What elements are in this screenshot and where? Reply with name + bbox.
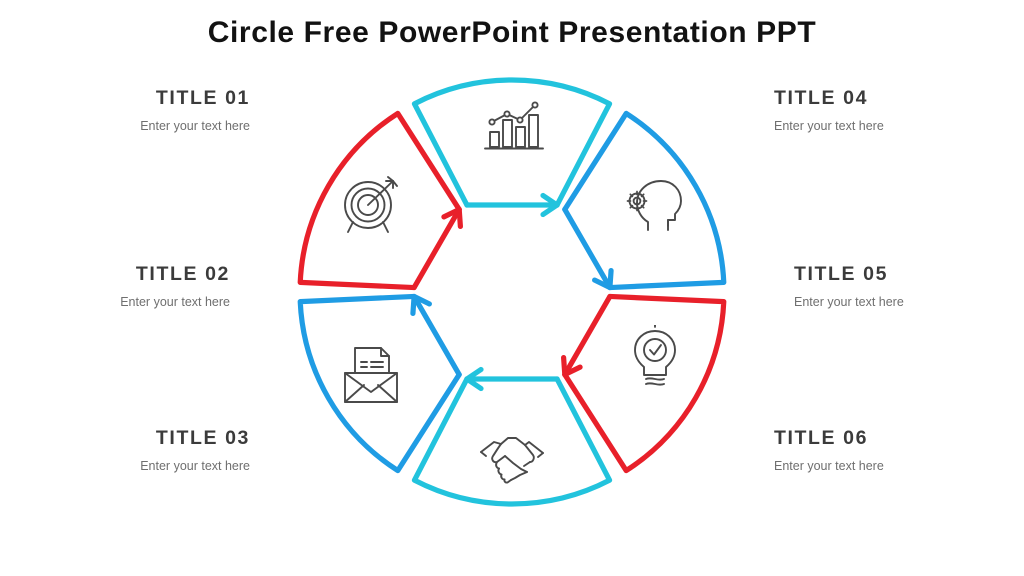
label-subtitle-06-text: Enter your text here [774,459,884,473]
label-title-05: TITLE 05 Enter your text here [794,262,1024,312]
label-title-05-text: TITLE 05 [794,263,889,285]
label-title-01-text: TITLE 01 [155,87,250,109]
label-title-01: TITLE 01 Enter your text here [0,86,250,136]
bar-chart-icon [479,90,549,160]
label-title-03: TITLE 03 Enter your text here [0,426,250,476]
process-arrowhead-01 [441,206,463,229]
envelope-document-icon [335,342,405,412]
head-gear-icon [617,174,687,244]
process-arrowhead-02 [410,293,432,316]
label-title-02-text: TITLE 02 [135,263,230,285]
label-subtitle-02-text: Enter your text here [120,295,230,309]
label-title-06: TITLE 06 Enter your text here [774,426,1024,476]
label-title-03-text: TITLE 03 [155,427,250,449]
process-arrowhead-03 [464,366,484,392]
process-connector-01 [411,206,462,291]
label-subtitle-04-text: Enter your text here [774,119,884,133]
process-arrowhead-04 [540,192,560,218]
process-segment-05[interactable] [562,110,727,291]
label-subtitle-03-text: Enter your text here [140,459,250,473]
circular-process-diagram [262,42,762,542]
process-segment-06[interactable] [562,293,727,474]
process-connector-06 [562,293,613,378]
process-arrowhead-06 [561,355,583,378]
label-title-06-text: TITLE 06 [774,427,869,449]
label-subtitle-05-text: Enter your text here [794,295,904,309]
target-icon [336,172,406,242]
label-subtitle-01-text: Enter your text here [140,119,250,133]
lightbulb-check-icon [620,325,690,395]
process-arrowhead-05 [592,268,614,291]
process-segment-03[interactable] [411,376,613,507]
process-segment-02[interactable] [297,293,462,474]
process-connector-02 [411,293,462,378]
process-segment-01[interactable] [297,110,462,291]
page-title: Circle Free PowerPoint Presentation PPT [207,16,817,49]
label-title-02: TITLE 02 Enter your text here [0,262,230,312]
process-connector-05 [562,206,613,291]
process-wheel-svg [297,77,727,507]
label-title-04: TITLE 04 Enter your text here [774,86,1024,136]
process-segment-04[interactable] [411,77,613,208]
label-title-04-text: TITLE 04 [774,87,869,109]
handshake-icon [477,422,547,492]
